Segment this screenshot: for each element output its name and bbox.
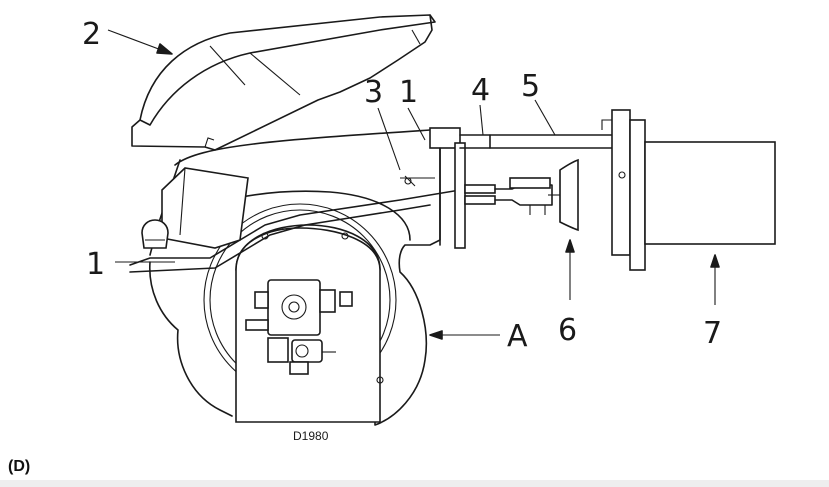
callout-1-left: 1 xyxy=(86,247,105,282)
callout-7: 7 xyxy=(703,316,722,351)
tie-rod xyxy=(459,134,616,149)
callout-5: 5 xyxy=(521,69,540,104)
callout-A: A xyxy=(507,319,528,354)
callout-4: 4 xyxy=(471,73,490,108)
callout-leaders xyxy=(107,29,720,340)
diffuser-disc xyxy=(548,158,579,232)
blast-tube xyxy=(601,109,776,271)
pump-assembly xyxy=(245,232,384,384)
callout-6: 6 xyxy=(558,313,577,348)
motor-box xyxy=(161,167,249,249)
callout-3: 3 xyxy=(364,75,383,110)
fixing-screw-left xyxy=(141,219,169,249)
burner-cover xyxy=(131,14,436,151)
callout-1-top: 1 xyxy=(399,75,418,110)
callout-2: 2 xyxy=(82,17,101,52)
figure-caption: (D) xyxy=(8,458,31,475)
drawing-code: D1980 xyxy=(293,429,329,443)
nozzle-holder xyxy=(464,177,553,215)
body-flange xyxy=(400,127,466,249)
bottom-divider xyxy=(0,480,829,487)
